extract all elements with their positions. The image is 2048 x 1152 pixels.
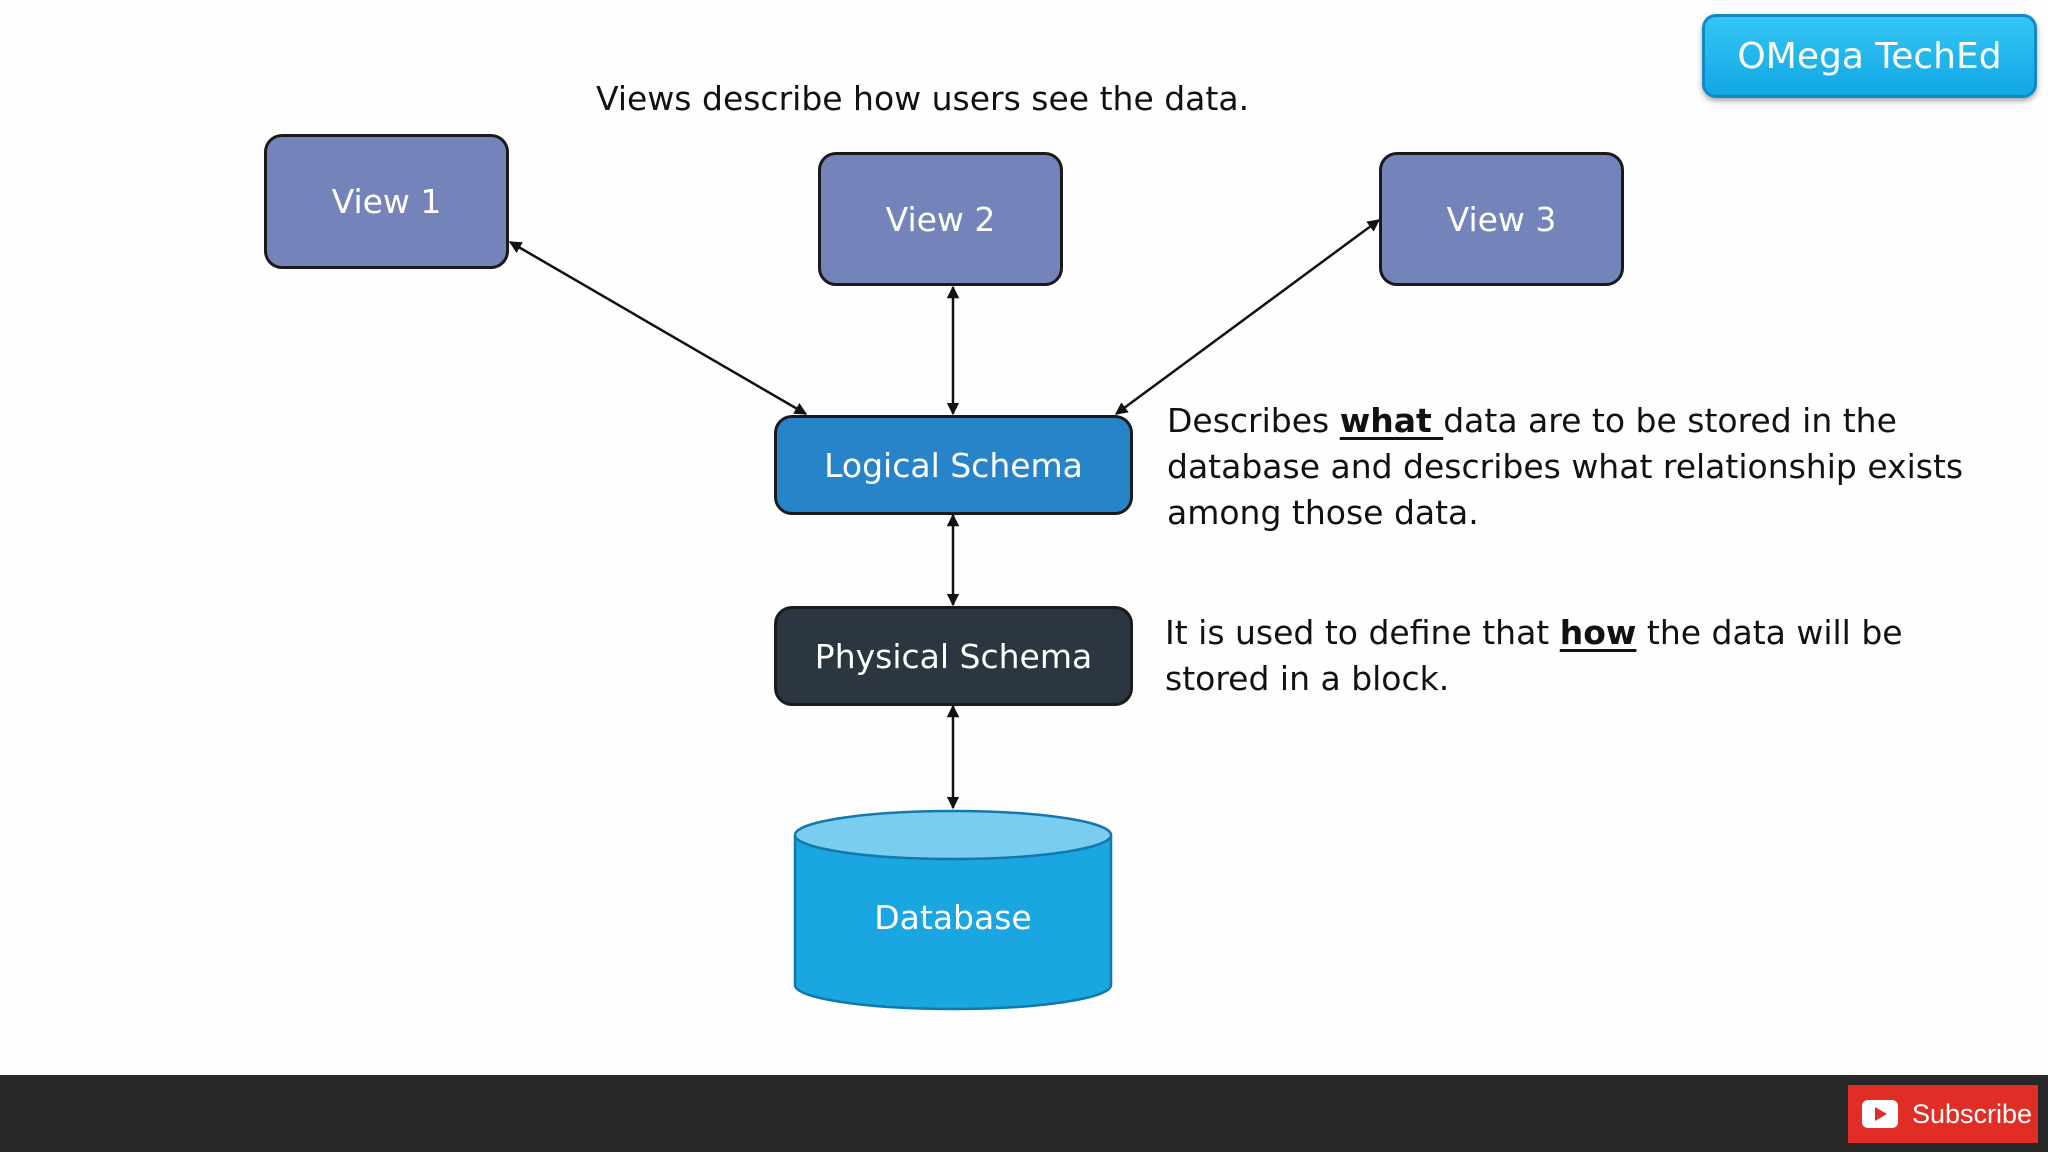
logical-desc-rest: data are to be stored in the database an… xyxy=(1167,401,1964,532)
logical-desc-keyword: what xyxy=(1339,401,1444,440)
database-cylinder xyxy=(793,809,1113,1011)
video-footer-bar xyxy=(0,1075,2048,1152)
youtube-play-icon xyxy=(1862,1100,1898,1128)
view-3-box: View 3 xyxy=(1379,152,1624,286)
slide: Views describe how users see the data. O… xyxy=(264,14,2037,1011)
brand-badge: OMega TechEd xyxy=(1702,14,2037,98)
physical-desc-lead: It is used to define that xyxy=(1165,613,1560,652)
logical-schema-description: Describes what data are to be stored in … xyxy=(1167,398,1987,536)
view1-logical-arrow xyxy=(508,240,808,416)
view3-logical-arrow xyxy=(1114,218,1381,416)
subscribe-button[interactable]: Subscribe xyxy=(1848,1085,2038,1143)
physical-desc-keyword: how xyxy=(1559,613,1637,652)
physical-schema-box: Physical Schema xyxy=(774,606,1133,706)
database-label: Database xyxy=(874,898,1032,937)
view-1-box: View 1 xyxy=(264,134,509,269)
view-2-box: View 2 xyxy=(818,152,1063,286)
connectors xyxy=(508,218,1381,1011)
subscribe-label: Subscribe xyxy=(1912,1098,2033,1129)
logical-desc-lead: Describes xyxy=(1167,401,1340,440)
physical-desc-rest: the data will be stored in a block. xyxy=(1165,613,1903,698)
physical-schema-description: It is used to define that how the data w… xyxy=(1165,610,1985,702)
logical-schema-box: Logical Schema xyxy=(774,415,1133,515)
views-caption: Views describe how users see the data. xyxy=(596,79,1250,118)
